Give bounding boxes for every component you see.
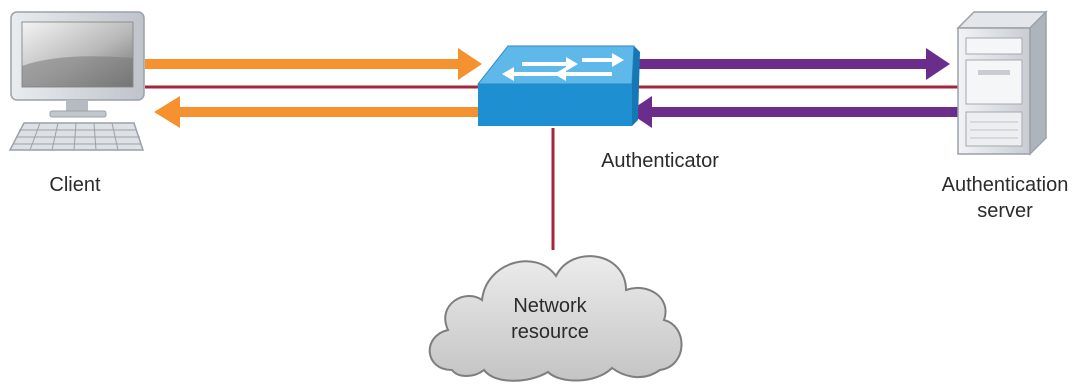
network-label-line-2: resource [511, 321, 589, 343]
orange-arrow-client-to-authenticator [145, 48, 482, 80]
purple-arrow-server-to-authenticator [628, 96, 958, 128]
server-label-line-2: server [977, 200, 1033, 222]
network-resource-label: Network resource [480, 293, 620, 345]
authentication-server-label: Authentication server [925, 172, 1080, 224]
orange-arrow-authenticator-to-client [154, 96, 478, 128]
client-label: Client [49, 174, 101, 196]
desktop-computer-icon [8, 11, 145, 151]
cloud-icon [428, 255, 683, 382]
tower-server-icon [956, 10, 1048, 156]
wired-connections [145, 85, 958, 250]
network-switch-icon [476, 45, 640, 126]
authenticator-label: Authenticator [601, 150, 719, 172]
network-label-line-1: Network [513, 295, 587, 317]
purple-arrow-authenticator-to-server [632, 48, 950, 80]
server-label-line-1: Authentication [941, 174, 1069, 196]
